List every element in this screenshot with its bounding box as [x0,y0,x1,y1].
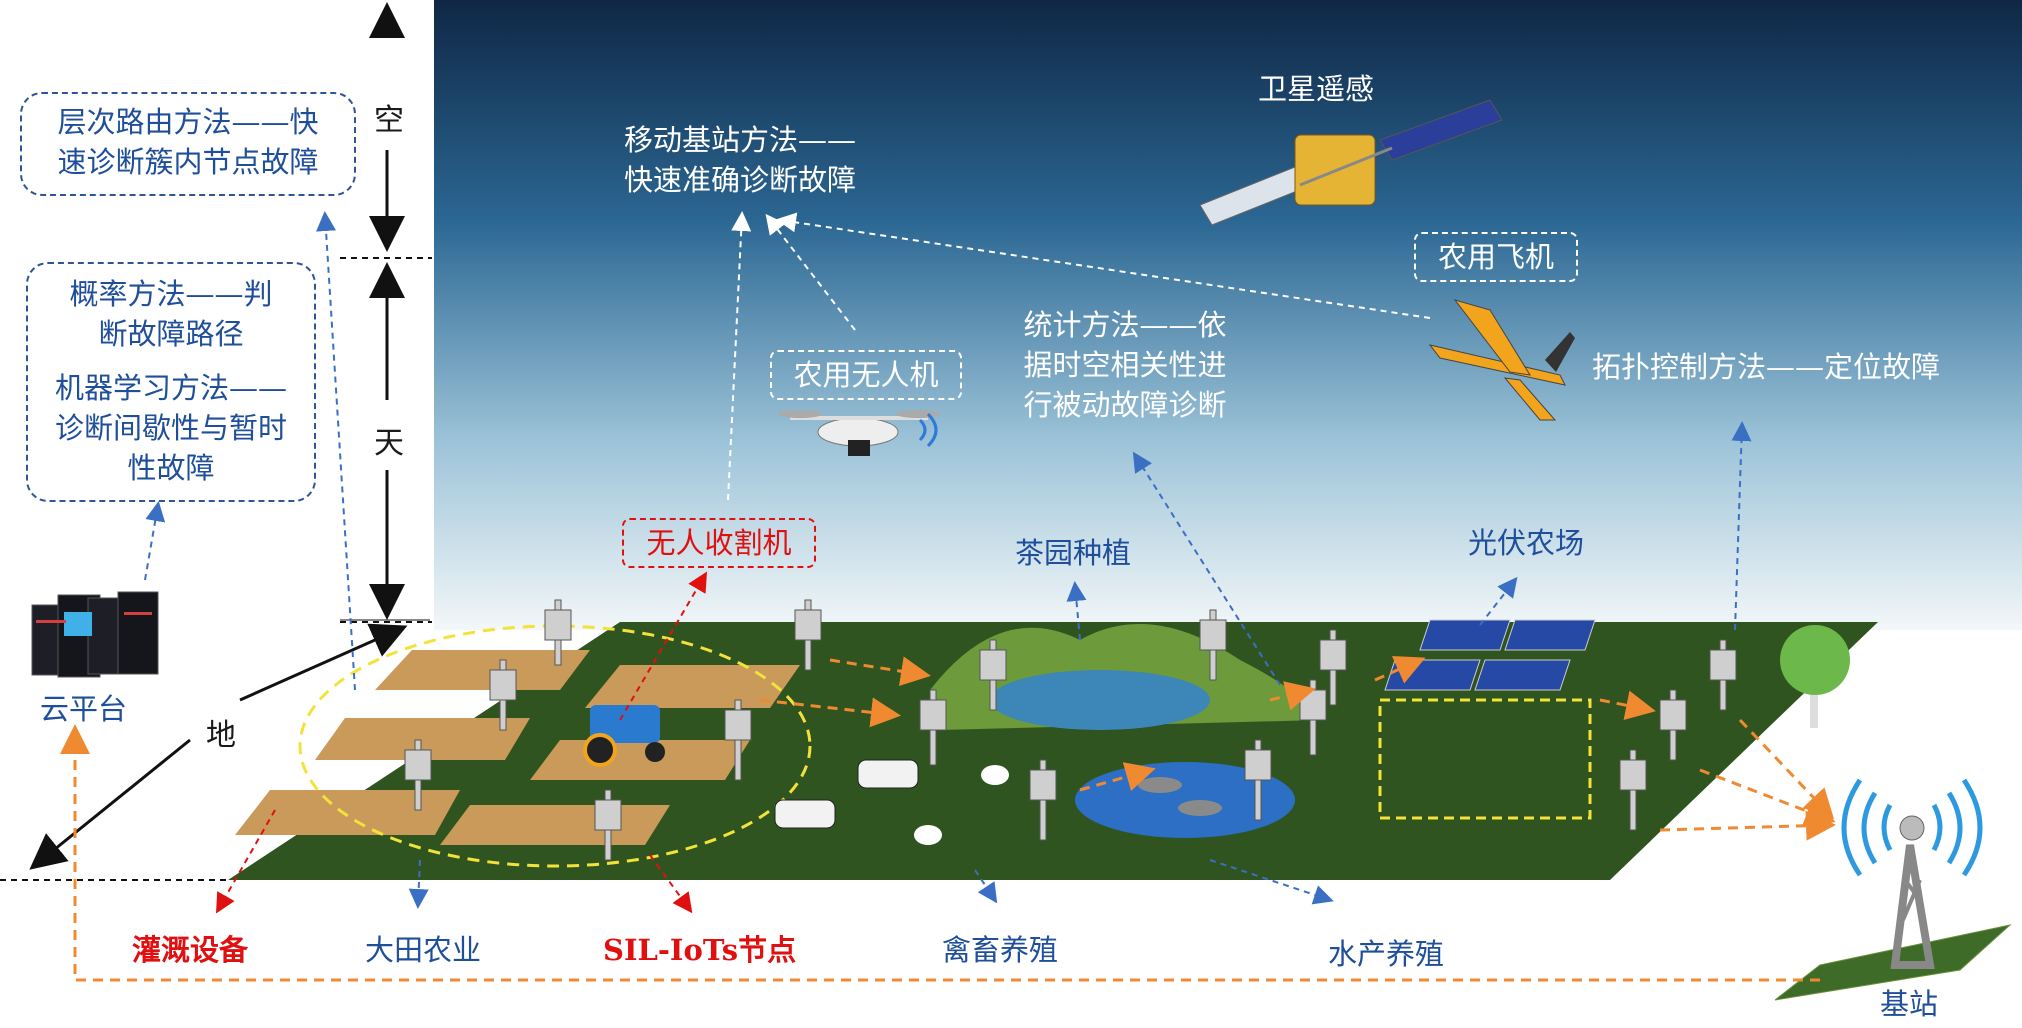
statistics-line-3: 行被动故障诊断 [1023,388,1227,422]
satellite-label: 卫星遥感 [1258,72,1375,106]
harvester-label: 无人收割机 [646,526,792,560]
aquaculture-label: 水产养殖 [1328,937,1445,971]
sil-iot-node-label: SIL-IoTs节点 [603,933,797,967]
probability-ml-box: 概率方法——判 断故障路径 机器学习方法—— 诊断间歇性与暂时 性故障 [26,262,316,502]
mobile-base-station-text: 移动基站方法—— 快速准确诊断故障 [600,120,880,200]
ground-arrow [29,738,191,870]
tree-icon [1780,625,1850,728]
probability-line-1: 概率方法——判 [69,277,273,311]
hierarchical-routing-line-2: 速诊断簇内节点故障 [57,145,319,179]
plane-label: 农用飞机 [1437,240,1554,274]
level-label-ground: 地 [206,718,236,753]
plane-label-box: 农用飞机 [1414,232,1578,282]
drone-label: 农用无人机 [793,358,939,392]
sky-background [434,0,2022,630]
mobile-bs-line-1: 移动基站方法—— [623,123,856,157]
data-flow-arrows [759,656,1836,841]
field-agriculture-region [298,624,812,868]
level-label-air: 天 [374,426,404,461]
tractor-icon [583,705,665,767]
cloud-server-icon [31,591,159,678]
cloud-platform-label: 云平台 [40,692,128,726]
tea-garden-label: 茶园种植 [1015,536,1132,570]
drone-icon [778,410,940,456]
base-station-icon [1774,778,2012,1001]
hierarchical-routing-box: 层次路由方法——快 速诊断簇内节点故障 [20,92,356,196]
uplink-path [60,724,1820,982]
drone-label-box: 农用无人机 [770,350,962,400]
ml-line-2: 诊断间歇性与暂时 [54,411,287,445]
agricultural-plane-icon [1428,299,1575,421]
ml-line-1: 机器学习方法—— [54,371,287,405]
annotation-arrows-blue [144,211,1752,909]
ground-arrow [239,623,408,702]
hierarchical-routing-line-1: 层次路由方法——快 [57,105,319,139]
livestock-animals [774,759,1009,845]
statistics-method-text: 统计方法——依 据时空相关性进 行被动故障诊断 [1005,305,1245,425]
topology-control-label: 拓扑控制方法——定位故障 [1592,350,1941,384]
annotation-arrows-white [727,211,1431,501]
irrigation-label: 灌溉设备 [132,933,249,967]
statistics-line-2: 据时空相关性进 [1023,348,1227,382]
statistics-line-1: 统计方法——依 [1023,308,1227,342]
harvester-label-box: 无人收割机 [622,518,816,568]
field-agriculture-label: 大田农业 [365,933,482,967]
satellite-icon [1199,99,1503,226]
mobile-bs-line-2: 快速准确诊断故障 [623,163,856,197]
probability-line-2: 断故障路径 [98,317,244,351]
base-station-label: 基站 [1880,987,1939,1021]
annotation-arrows-red [216,571,708,914]
level-label-space: 空 [374,103,404,138]
livestock-label: 禽畜养殖 [942,933,1059,967]
ml-line-3: 性故障 [127,451,215,485]
pv-farm-label: 光伏农场 [1468,526,1585,560]
